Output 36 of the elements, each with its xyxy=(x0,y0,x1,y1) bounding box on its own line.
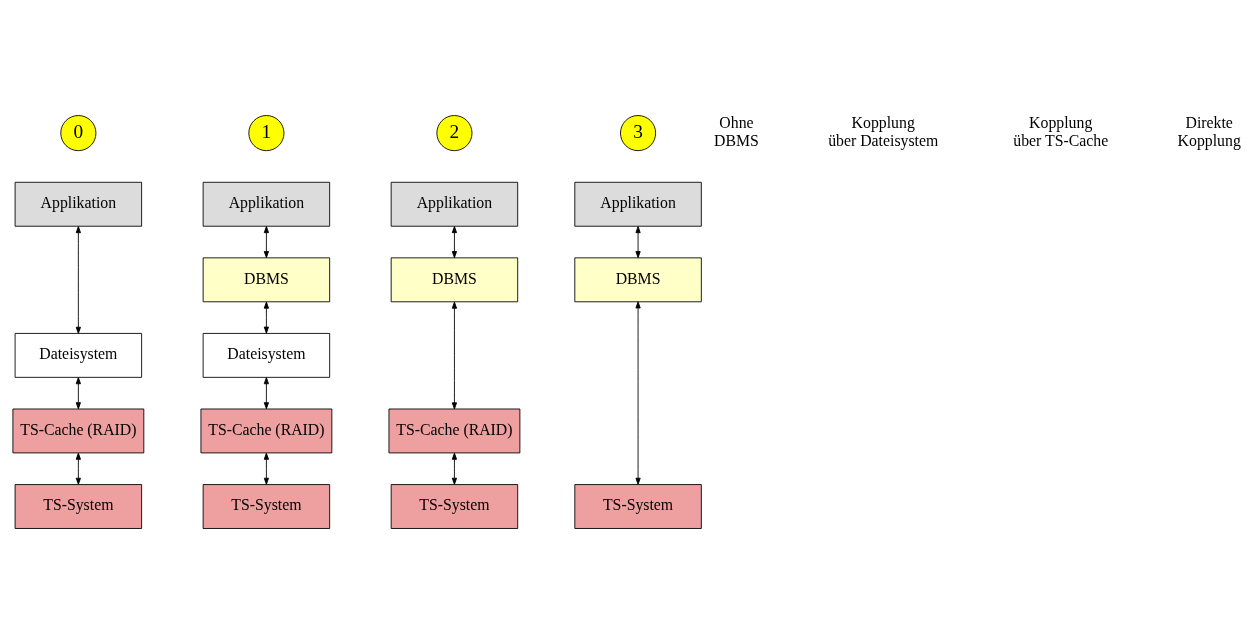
node-box: TS-Cache (RAID) xyxy=(200,408,333,454)
node-box: DBMS xyxy=(390,257,519,303)
node-circle: 2 xyxy=(436,115,473,152)
node-box: TS-Cache (RAID) xyxy=(12,408,145,454)
node-box: TS-System xyxy=(14,484,143,529)
node-circle: 3 xyxy=(620,115,657,152)
label: Kopplung über TS-Cache xyxy=(1013,114,1109,149)
node-box: Dateisystem xyxy=(202,333,331,378)
node-box: TS-System xyxy=(390,484,519,529)
node-box: Applikation xyxy=(574,181,702,227)
arrow xyxy=(451,301,457,410)
node-box: TS-Cache (RAID) xyxy=(388,408,521,454)
arrow xyxy=(635,226,641,259)
arrow xyxy=(75,452,81,485)
node-box: DBMS xyxy=(574,257,702,303)
arrow xyxy=(451,226,457,259)
node-circle: 0 xyxy=(60,115,97,152)
node-box: TS-System xyxy=(574,484,702,529)
arrow xyxy=(263,377,269,410)
label: Direkte Kopplung xyxy=(1177,114,1241,149)
label: Kopplung über Dateisystem xyxy=(828,114,939,149)
node-box: Applikation xyxy=(202,181,331,227)
node-box: DBMS xyxy=(202,257,331,303)
arrow xyxy=(263,301,269,334)
node-box: TS-System xyxy=(202,484,331,529)
node-box: Dateisystem xyxy=(14,333,143,378)
arrow xyxy=(75,226,81,334)
arrow xyxy=(263,226,269,259)
node-box: Applikation xyxy=(14,181,143,227)
arrow xyxy=(75,377,81,410)
arrow xyxy=(635,301,641,485)
label: Ohne DBMS xyxy=(714,114,759,149)
arrow xyxy=(451,452,457,485)
arrow xyxy=(263,452,269,485)
node-box: Applikation xyxy=(390,181,519,227)
node-circle: 1 xyxy=(248,115,285,152)
